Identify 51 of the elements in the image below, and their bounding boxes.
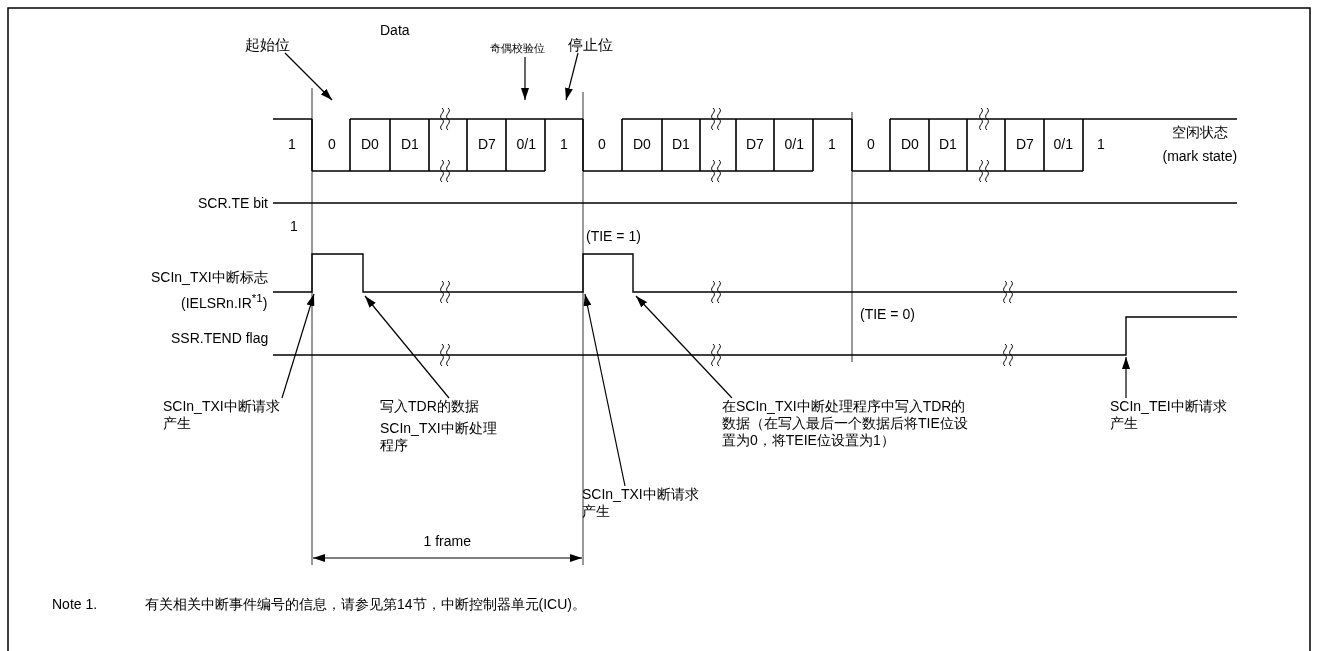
dimension-label: 1 frame — [423, 532, 471, 550]
bit-value: 0/1 — [1053, 135, 1073, 153]
annotation-text: 在SCIn_TXI中断处理程序中写入TDR的数据（在写入最后一个数据后将TIE位设置为0，将TEIE位设置为1） — [722, 398, 974, 449]
annotation-text: 奇偶校验位 — [490, 40, 545, 57]
annotation-text: 写入TDR的数据 — [380, 398, 480, 415]
annotation-text: 停止位 — [568, 36, 613, 53]
bit-value: D0 — [361, 135, 379, 153]
bit-value: D0 — [633, 135, 651, 153]
signal-name: SCR.TE bit — [198, 194, 268, 212]
bit-value: 0 — [598, 135, 606, 153]
annotation-text: SCIn_TXI中断请求产生 — [163, 398, 288, 432]
bit-value: D7 — [746, 135, 764, 153]
condition-label: (TIE = 1) — [586, 227, 641, 245]
bit-value: D1 — [401, 135, 419, 153]
annotation-text: SCIn_TXI中断请求产生 — [582, 486, 707, 520]
state-label: 空闲状态 — [1172, 123, 1228, 141]
state-label: (mark state) — [1162, 147, 1238, 165]
bit-value: 0 — [867, 135, 875, 153]
signal-name: SSR.TEND flag — [171, 329, 269, 347]
annotation-text: SCIn_TEI中断请求产生 — [1110, 398, 1235, 432]
leader-arrow — [635, 295, 733, 399]
bit-value: D1 — [939, 135, 957, 153]
bit-value: 0/1 — [784, 135, 804, 153]
leader-arrow — [364, 295, 450, 399]
bit-value: 1 — [1097, 135, 1105, 153]
bit-value: 0/1 — [516, 135, 536, 153]
group-title: Data — [380, 21, 410, 39]
level-value: 1 — [290, 217, 298, 235]
note-number: Note 1. — [52, 595, 98, 613]
condition-label: (TIE = 0) — [860, 305, 915, 323]
tx-waveform — [272, 118, 1238, 172]
bit-value: D7 — [1016, 135, 1034, 153]
annotation-text: SCIn_TXI中断处理程序 — [380, 420, 498, 454]
leader-arrow — [583, 293, 626, 487]
bit-value: 1 — [288, 135, 296, 153]
note-text: 有关相关中断事件编号的信息，请参见第14节，中断控制器单元(ICU)。 — [145, 595, 586, 613]
bit-value: 1 — [828, 135, 836, 153]
bit-value: 0 — [328, 135, 336, 153]
leader-arrow — [521, 56, 529, 101]
bit-value: 1 — [560, 135, 568, 153]
leader-arrow — [281, 293, 315, 399]
interrupt-flag-waveform — [272, 253, 1238, 293]
bit-value: D7 — [478, 135, 496, 153]
leader-arrow — [1122, 356, 1130, 399]
bit-value: D0 — [901, 135, 919, 153]
signal-name: SCIn_TXI中断标志 — [151, 268, 268, 286]
leader-arrow — [284, 52, 333, 101]
annotation-text: 起始位 — [245, 36, 290, 53]
bit-value: D1 — [672, 135, 690, 153]
leader-arrow — [565, 52, 579, 101]
signal-name: (IELSRn.IR$^{*1}$) — [181, 289, 268, 312]
